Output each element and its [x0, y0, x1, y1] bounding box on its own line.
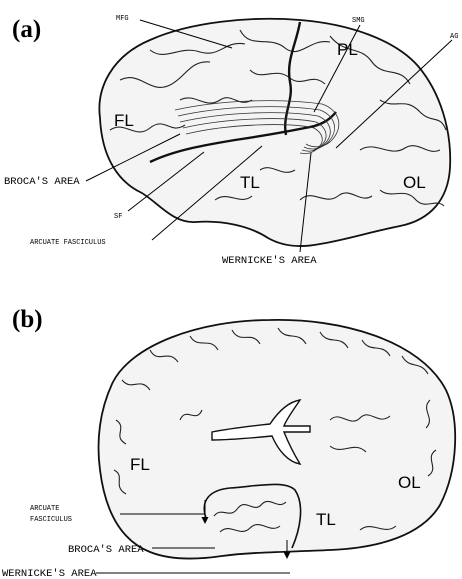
sf-label: SF: [114, 213, 122, 221]
arcuate-fasciculus-label-a: ARCUATE FASCICULUS: [30, 239, 106, 247]
panel-b: (b) FL TL O: [2, 306, 455, 579]
region-label-tl-b: TL: [316, 510, 336, 529]
region-label-fl-b: FL: [130, 455, 150, 474]
mfg-label: MFG: [116, 15, 129, 23]
wernickes-area-label-b: WERNICKE'S AREA: [2, 568, 97, 579]
arcuate-label-line1: ARCUATE: [30, 505, 59, 513]
arcuate-label-line2: FASCICULUS: [30, 516, 72, 524]
brocas-area-label-a: BROCA'S AREA: [4, 176, 80, 188]
region-label-tl: TL: [240, 173, 260, 192]
region-label-ol-b: OL: [398, 473, 421, 492]
panel-a: (a) F: [4, 15, 458, 267]
region-label-ol: OL: [403, 173, 426, 192]
region-label-fl: FL: [114, 111, 134, 130]
wernickes-area-label-a: WERNICKE'S AREA: [222, 255, 317, 267]
panel-a-label: (a): [12, 16, 41, 43]
panel-b-label: (b): [12, 306, 43, 333]
smg-label: SMG: [352, 17, 365, 25]
brocas-area-label-b: BROCA'S AREA: [68, 544, 144, 556]
ag-label: AG: [450, 33, 458, 41]
